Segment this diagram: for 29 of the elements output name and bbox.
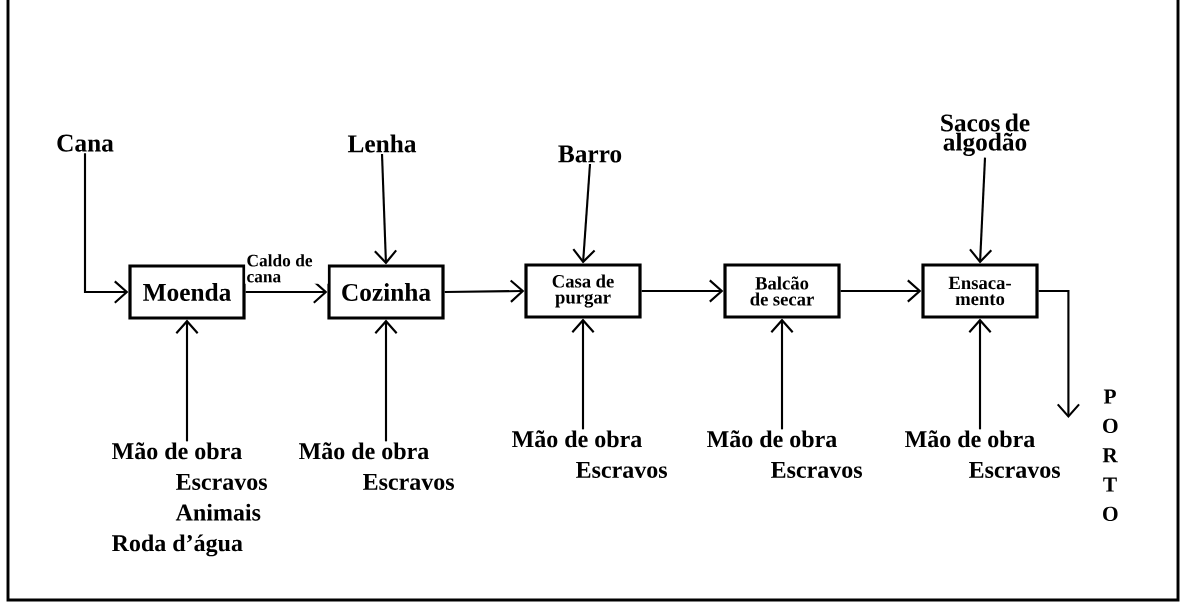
resource-label: Mão de obra Escravos Animais Roda d’água bbox=[112, 442, 267, 557]
input-label: Cana bbox=[57, 134, 114, 152]
resource-label: Mão de obra Escravos bbox=[707, 430, 862, 478]
arrow bbox=[969, 157, 993, 264]
destination-label: PORTO bbox=[1102, 389, 1118, 522]
arrow bbox=[840, 279, 922, 303]
process-box: Ensaca- mento bbox=[921, 263, 1039, 319]
arrow bbox=[968, 318, 992, 430]
input-label: Sacos de algodão bbox=[941, 113, 1030, 156]
arrow bbox=[444, 279, 525, 303]
arrow bbox=[1038, 289, 1080, 418]
resource-label: Mão de obra Escravos bbox=[905, 430, 1060, 478]
input-label: Lenha bbox=[347, 134, 417, 153]
arrow bbox=[374, 319, 398, 442]
resource-label: Mão de obra Escravos bbox=[512, 430, 667, 478]
process-box: Balcão de secar bbox=[723, 263, 841, 319]
arrow bbox=[83, 153, 129, 304]
resource-label: Mão de obra Escravos bbox=[299, 442, 454, 490]
arrow bbox=[571, 318, 595, 430]
arrow bbox=[572, 163, 596, 264]
process-box: Moenda bbox=[128, 264, 246, 320]
arrow bbox=[770, 318, 794, 430]
input-label: Barro bbox=[558, 145, 622, 163]
process-box: Casa de purgar bbox=[524, 263, 642, 319]
process-box: Cozinha bbox=[327, 264, 445, 320]
arrow bbox=[374, 154, 397, 265]
arrow bbox=[641, 279, 724, 303]
arrow bbox=[175, 319, 199, 442]
edge-label: Caldo de cana bbox=[247, 254, 313, 283]
